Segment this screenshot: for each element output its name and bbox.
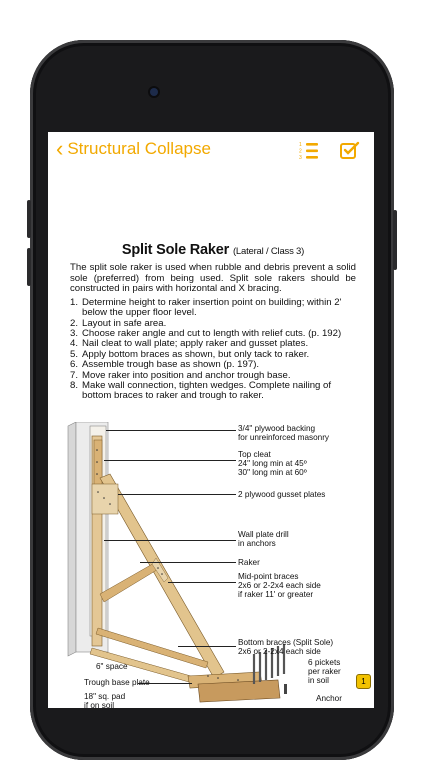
step-number: 3. [70, 328, 79, 339]
steps-list: 1.Determine height to raker insertion po… [70, 296, 356, 402]
list-item: 4.Nail cleat to wall plate; apply raker … [70, 338, 356, 350]
chevron-left-icon: ‹ [56, 136, 64, 161]
svg-text:1: 1 [299, 142, 302, 148]
label-bottom-braces: Bottom braces (Split Sole) 2x6 or 2-2x4 … [238, 638, 334, 656]
leader-line [104, 540, 236, 541]
step-number: 2. [70, 317, 79, 329]
list-item: 5.Apply bottom braces as shown, but only… [70, 348, 356, 360]
app-screen: ‹ Structural Collapse 1 2 3 Split Sole R… [48, 132, 374, 708]
label-gusset-plates: 2 plywood gusset plates [238, 490, 326, 499]
step-text: Nail cleat to wall plate; apply raker an… [82, 338, 309, 350]
list-item: 3.Choose raker angle and cut to length w… [70, 328, 356, 339]
label-trough-base-plate: Trough base plate [84, 678, 150, 687]
raker-diagram: 3/4" plywood backing for unreinforced ma… [48, 421, 374, 708]
label-six-inch-space: 6" space [96, 662, 128, 671]
back-label: Structural Collapse [67, 139, 211, 158]
leader-line [140, 562, 236, 563]
step-text: Make wall connection, tighten wedges. Co… [82, 380, 332, 402]
list-item: 8.Make wall connection, tighten wedges. … [70, 380, 356, 402]
step-number: 4. [70, 338, 79, 350]
svg-text:3: 3 [299, 155, 302, 161]
leader-line [168, 582, 236, 583]
step-text: Apply bottom braces as shown, but only t… [82, 348, 310, 360]
power-button [393, 210, 397, 270]
page-bookmark-button[interactable]: 1 [356, 674, 371, 689]
label-wall-plate-drill: Wall plate drill in anchors [238, 530, 289, 548]
page-title: Split Sole Raker (Lateral / Class 3) [70, 242, 356, 258]
svg-text:2: 2 [299, 149, 302, 155]
step-text: Determine height to raker insertion poin… [82, 296, 342, 319]
raker-illustration [67, 421, 287, 703]
navigation-bar: ‹ Structural Collapse 1 2 3 [48, 132, 374, 168]
label-raker: Raker [238, 558, 260, 567]
leader-line [118, 494, 236, 495]
volume-button-down [27, 248, 31, 286]
back-button[interactable]: ‹ Structural Collapse [56, 138, 211, 160]
step-number: 6. [70, 359, 79, 371]
document-body: Split Sole Raker (Lateral / Class 3) The… [70, 242, 356, 402]
label-top-cleat: Top cleat 24" long min at 45º 30" long m… [238, 450, 307, 477]
leader-line [104, 460, 236, 461]
leader-line [106, 430, 236, 431]
checkbox-icon[interactable] [338, 140, 360, 162]
title-text: Split Sole Raker [121, 242, 230, 258]
numbered-list-icon[interactable]: 1 2 3 [298, 140, 320, 162]
step-text: Move raker into position and anchor trou… [82, 369, 291, 381]
step-text: Choose raker angle and cut to length wit… [82, 328, 342, 339]
front-camera-dot [150, 88, 158, 96]
label-pad: 18" sq. pad if on soil [84, 692, 126, 708]
list-item: 6.Assemble trough base as shown (p. 197)… [70, 359, 356, 371]
label-anchor: Anchor [316, 694, 342, 703]
step-text: Layout in safe area. [82, 317, 167, 329]
leader-line [178, 646, 236, 647]
volume-button-up [27, 200, 31, 238]
label-pickets: 6 pickets per raker in soil [308, 658, 341, 685]
intro-paragraph: The split sole raker is used when rubble… [70, 262, 356, 295]
label-plywood-backing: 3/4" plywood backing for unreinforced ma… [238, 424, 330, 442]
step-number: 7. [70, 369, 79, 381]
list-item: 2.Layout in safe area. [70, 317, 356, 329]
step-text: Assemble trough base as shown (p. 197). [82, 359, 260, 371]
list-item: 1.Determine height to raker insertion po… [70, 296, 356, 319]
step-number: 1. [70, 296, 79, 308]
step-number: 8. [70, 380, 79, 392]
label-midpoint-braces: Mid-point braces 2x6 or 2-2x4 each side … [238, 572, 321, 599]
list-item: 7.Move raker into position and anchor tr… [70, 369, 356, 381]
step-number: 5. [70, 348, 79, 360]
title-subtitle: (Lateral / Class 3) [232, 246, 305, 257]
leader-line [138, 683, 192, 684]
pickets-group [252, 644, 286, 684]
